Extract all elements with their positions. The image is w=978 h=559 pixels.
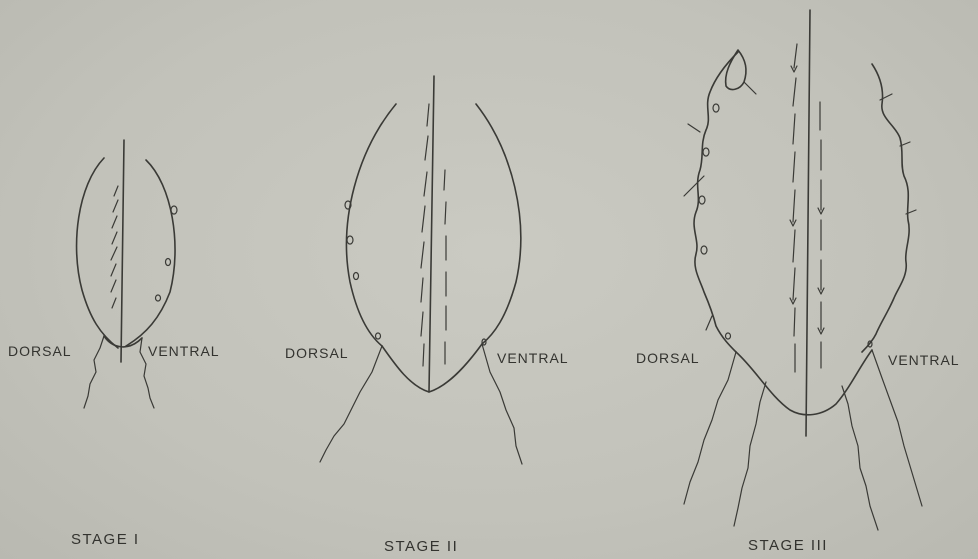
stage-2-caption: STAGE II	[384, 538, 458, 555]
stage-2-ventral-outline	[476, 104, 521, 344]
stage-3-base	[736, 350, 872, 415]
stage-1-strokes	[111, 186, 118, 308]
stage-3-ventral-outline	[862, 64, 909, 352]
stage-3-loops	[699, 104, 872, 347]
stage-3-ventral-tendril-outer	[872, 350, 922, 506]
stage-2-ventral-label: VENTRAL	[497, 350, 569, 366]
stage-1-dorsal-tendril	[84, 336, 104, 408]
stage-3-drawing	[684, 10, 922, 530]
stage-2-midrib	[429, 76, 434, 392]
stage-3-dorsal-outline	[694, 52, 738, 352]
stage-2-dorsal-outline	[347, 104, 396, 346]
stage-2-loops	[345, 201, 486, 345]
stage-1-dorsal-outline	[77, 158, 118, 348]
stage-3-caption: STAGE III	[748, 537, 828, 554]
stage-2-dorsal-tendril	[320, 346, 382, 462]
stage-3-ventral-label: VENTRAL	[888, 352, 960, 368]
stage-2-drawing	[320, 76, 522, 464]
stage-3-midrib	[806, 10, 810, 436]
stage-3-dorsal-label: DORSAL	[636, 350, 700, 366]
stage-1-ventral-label: VENTRAL	[148, 343, 220, 359]
stage-1-drawing	[77, 140, 177, 408]
stage-2-dorsal-label: DORSAL	[285, 345, 349, 361]
stage-2-base	[382, 344, 482, 392]
stage-3-dorsal-tendril-outer	[684, 352, 736, 504]
stage-3-dorsal-tendril-inner	[734, 382, 766, 526]
stage-3-bristles	[684, 82, 916, 330]
stage-1-loops	[156, 206, 178, 301]
stage-1-ventral-outline	[126, 160, 175, 346]
stage-1-dorsal-label: DORSAL	[8, 343, 72, 359]
stage-1-base	[104, 336, 142, 347]
stage-1-midrib	[121, 140, 124, 362]
stage-1-caption: STAGE I	[71, 531, 140, 548]
stage-3-pod	[726, 50, 746, 89]
stage-3-ventral-tendril-inner	[842, 386, 878, 530]
